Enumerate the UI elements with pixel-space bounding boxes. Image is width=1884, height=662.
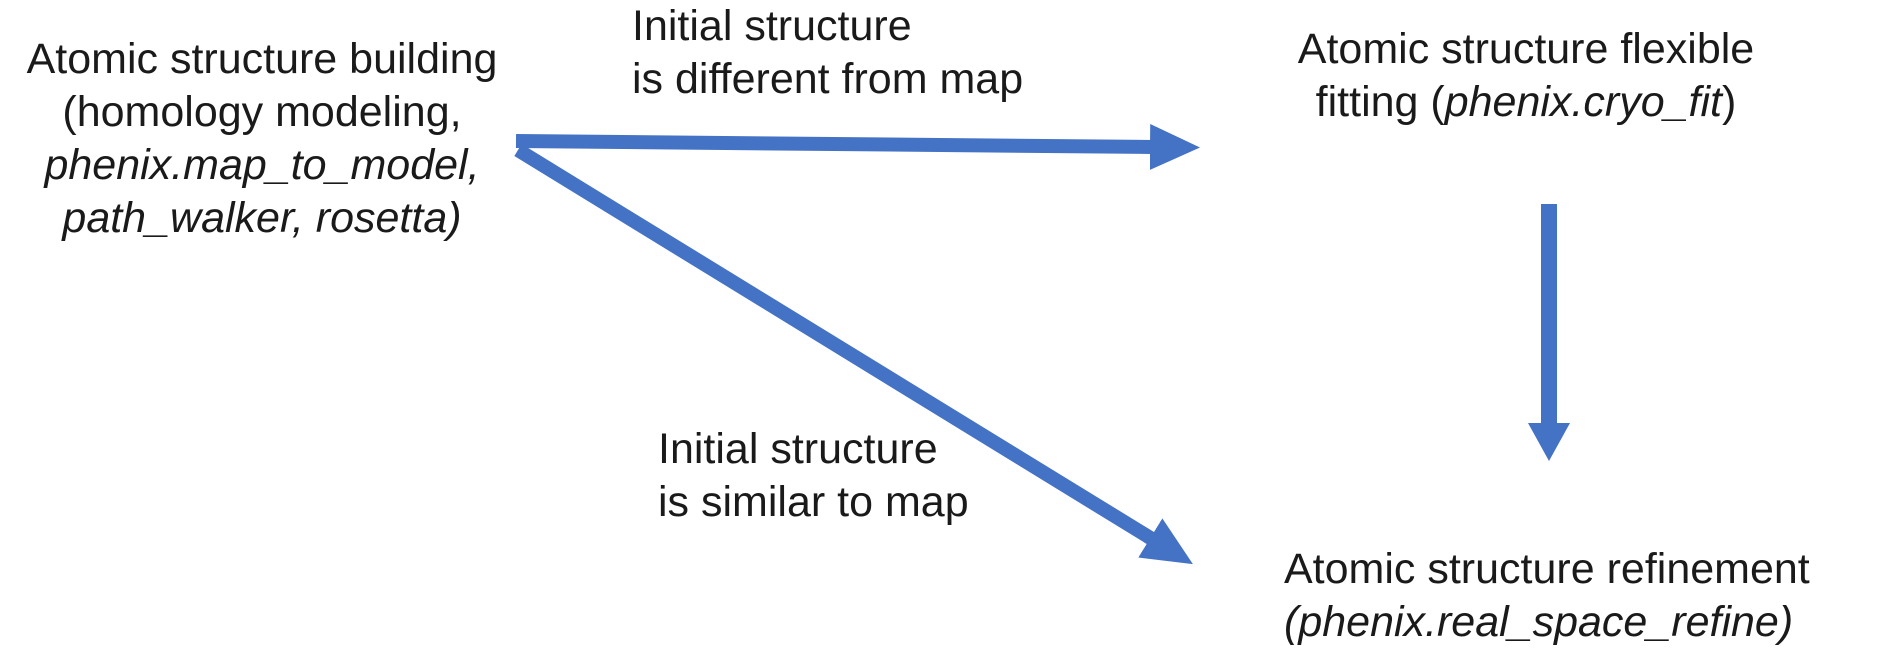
flexible-fitting-line-1: Atomic structure flexible <box>1297 25 1755 73</box>
flexible-fitting-code: phenix.cryo_fit <box>1444 78 1722 126</box>
building-line-1: Atomic structure building <box>26 35 498 83</box>
building-line-4-code: path_walker, rosetta) <box>62 194 462 242</box>
refinement-code: phenix.real_space_refine <box>1298 598 1779 646</box>
condition-different-label: Initial structure is different from map <box>632 0 1023 106</box>
arrow-building-to-fitting <box>515 123 1200 170</box>
refinement-line-2: (phenix.real_space_refine) <box>1284 596 1793 649</box>
arrow-building-to-refinement <box>514 144 1193 565</box>
condition-different-line-2: is different from map <box>632 55 1024 103</box>
building-node-label: Atomic structure building (homology mode… <box>2 33 522 245</box>
flexible-fitting-node-label: Atomic structure flexible fitting (pheni… <box>1286 23 1766 129</box>
refinement-line-1: Atomic structure refinement <box>1284 545 1810 593</box>
building-line-3-code: phenix.map_to_model, <box>44 141 480 189</box>
flexible-fitting-line-2-suffix: ) <box>1721 78 1737 126</box>
flexible-fitting-line-2-prefix: fitting ( <box>1315 78 1445 126</box>
refinement-line-2-suffix: ) <box>1778 598 1794 646</box>
condition-different-line-1: Initial structure <box>632 2 912 50</box>
flexible-fitting-line-2: fitting (phenix.cryo_fit) <box>1286 76 1766 129</box>
condition-similar-line-2: is similar to map <box>658 478 969 526</box>
condition-similar-line-1: Initial structure <box>658 425 938 473</box>
condition-similar-label: Initial structure is similar to map <box>658 423 969 529</box>
building-line-2: (homology modeling, <box>62 88 462 136</box>
refinement-node-label: Atomic structure refinement (phenix.real… <box>1284 543 1810 649</box>
refinement-line-2-prefix: ( <box>1284 598 1299 646</box>
